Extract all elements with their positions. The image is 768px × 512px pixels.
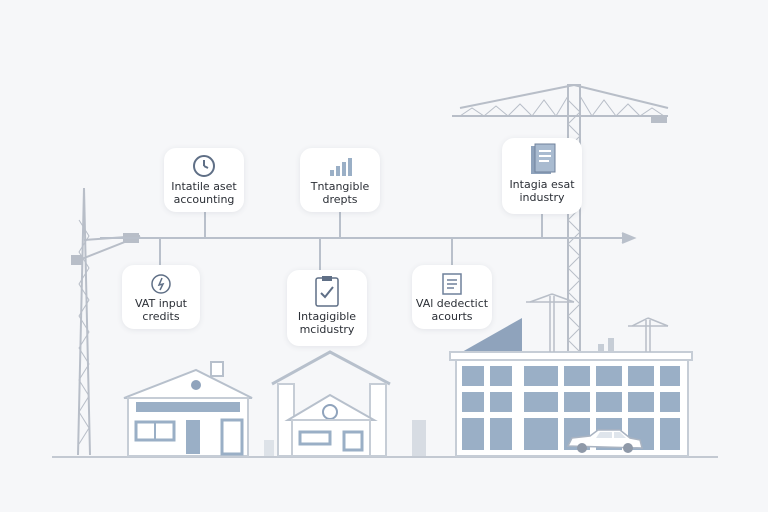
card-label: Intatile aset accounting [171, 180, 237, 206]
house-middle [264, 350, 426, 457]
card-label: Tntangible drepts [310, 180, 370, 206]
card-intangible-asset-accounting: Intatile aset accounting [164, 148, 244, 212]
card-intangible-cost-industry: Intagia esat industry [502, 138, 582, 214]
timeline-arrow [100, 210, 637, 270]
card-label: VAl dedectict acourts [415, 297, 489, 323]
crane-left [71, 187, 141, 456]
card-vat-input-credits: VAT input credits [122, 265, 200, 329]
office-building [449, 318, 693, 457]
bar-chart-icon [330, 158, 352, 176]
car-icon [566, 429, 643, 453]
document-icon [531, 143, 556, 174]
ledger-icon [442, 273, 462, 295]
checklist-icon [315, 276, 339, 307]
rooftop-crane-1 [526, 293, 575, 352]
card-vat-deductible-accounts: VAl dedectict acourts [412, 265, 492, 329]
card-intangible-credits: Tntangible drepts [300, 148, 380, 212]
card-label: Intagigible mcidustry [297, 310, 357, 336]
rooftop-crane-2 [628, 317, 669, 352]
card-label: VAT input credits [134, 297, 187, 323]
card-intangible-mcidustry: Intagigible mcidustry [287, 270, 367, 346]
clock-icon [193, 155, 215, 177]
house-left [123, 361, 253, 457]
card-label: Intagia esat industry [509, 178, 575, 204]
dollar-icon [151, 274, 171, 294]
